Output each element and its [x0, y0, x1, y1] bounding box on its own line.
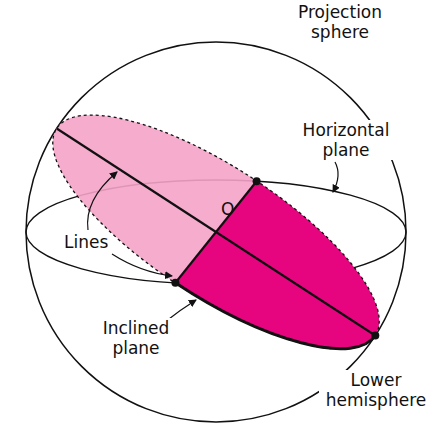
- intersection-dot: [171, 279, 179, 287]
- intersection-dot: [253, 177, 261, 185]
- hemisphere-label: Lower hemisphere: [319, 370, 433, 410]
- projection-sphere: [26, 42, 406, 422]
- leader-arrow: [112, 254, 172, 276]
- origin-label: O: [221, 199, 234, 219]
- leader-arrow: [88, 172, 117, 230]
- plane-label: Inclined plane: [92, 318, 180, 358]
- intersection-dot: [371, 332, 379, 340]
- sphere-label: Projection sphere: [282, 2, 398, 42]
- strike-line: [175, 181, 256, 283]
- lines-label: Lines: [64, 232, 108, 252]
- leader-arrow: [333, 162, 338, 192]
- plane-label: Horizontal plane: [292, 120, 400, 160]
